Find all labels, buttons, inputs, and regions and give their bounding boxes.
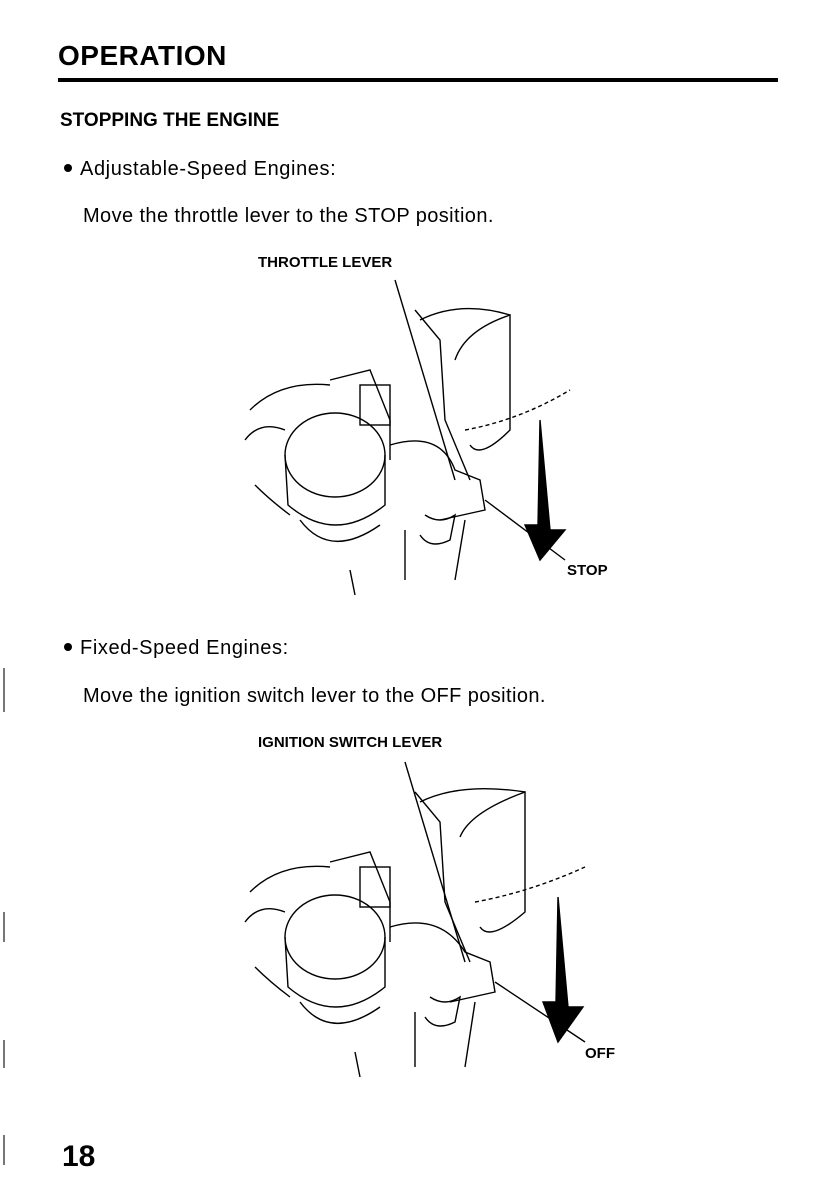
- page-title: OPERATION: [58, 40, 227, 72]
- ignition-switch-lever-illustration: [240, 752, 620, 1082]
- fixed-speed-instruction: Move the ignition switch lever to the OF…: [83, 685, 546, 708]
- title-rule: [58, 78, 778, 82]
- fixed-speed-heading-text: Fixed-Speed Engines:: [80, 637, 289, 659]
- adjustable-speed-heading-text: Adjustable-Speed Engines:: [80, 158, 336, 180]
- edge-mark: [3, 668, 5, 712]
- section-heading: STOPPING THE ENGINE: [60, 110, 279, 132]
- adjustable-speed-heading: Adjustable-Speed Engines:: [64, 158, 336, 181]
- edge-mark: [3, 1040, 5, 1068]
- edge-mark: [3, 1135, 5, 1165]
- throttle-lever-callout: THROTTLE LEVER: [258, 254, 392, 271]
- throttle-lever-illustration: [240, 270, 620, 600]
- edge-mark: [3, 912, 5, 942]
- page-number: 18: [62, 1140, 95, 1174]
- ignition-switch-lever-callout: IGNITION SWITCH LEVER: [258, 734, 442, 751]
- bullet-icon: [64, 164, 72, 172]
- bullet-icon: [64, 643, 72, 651]
- fixed-speed-heading: Fixed-Speed Engines:: [64, 637, 289, 660]
- adjustable-speed-instruction: Move the throttle lever to the STOP posi…: [83, 205, 494, 228]
